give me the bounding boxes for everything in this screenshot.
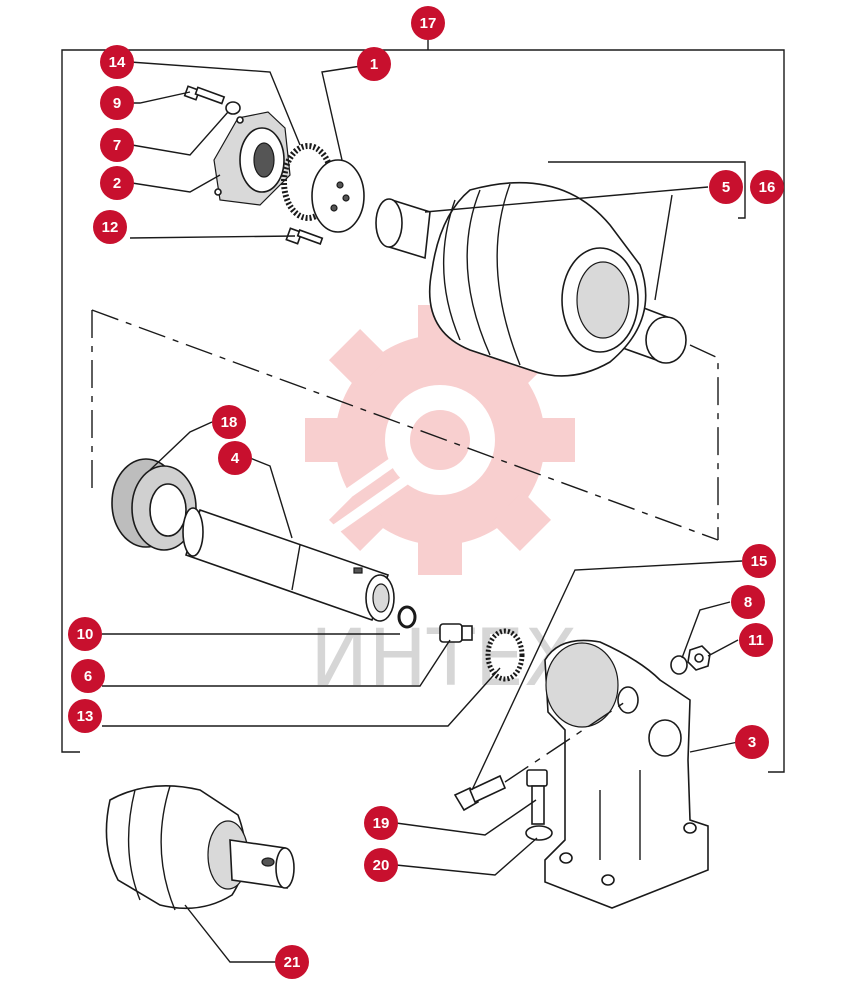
nut-11: [687, 645, 711, 671]
svg-text:4: 4: [231, 450, 240, 467]
callout-5: 5: [709, 170, 743, 204]
svg-text:16: 16: [759, 179, 776, 196]
support-bracket-3: [544, 639, 709, 909]
callout-6: 6: [71, 659, 105, 693]
alignment-line-top: [91, 309, 719, 541]
gasket-13: [485, 628, 525, 682]
svg-text:5: 5: [722, 179, 730, 196]
thrust-plate-1: [311, 159, 365, 233]
seal-assembly-18: [111, 458, 197, 551]
callout-3: 3: [735, 725, 769, 759]
bolt-15: [453, 699, 629, 812]
callout-16: 16: [750, 170, 784, 204]
callout-8: 8: [731, 585, 765, 619]
callout-10: 10: [68, 617, 102, 651]
callout-9: 9: [100, 86, 134, 120]
bearing-cover-2: [213, 111, 291, 206]
washer-8: [670, 655, 688, 675]
assembly-bracket-17: [61, 49, 785, 773]
callout-18: 18: [212, 405, 246, 439]
svg-text:7: 7: [113, 137, 121, 154]
ring-10: [397, 605, 417, 629]
svg-text:20: 20: [373, 857, 390, 874]
svg-text:12: 12: [102, 219, 119, 236]
svg-text:18: 18: [221, 414, 238, 431]
svg-text:14: 14: [109, 54, 126, 71]
bushing-5a: [375, 198, 431, 260]
callout-15: 15: [742, 544, 776, 578]
callout-19: 19: [364, 806, 398, 840]
roller-16: [428, 181, 647, 377]
callout-13: 13: [68, 699, 102, 733]
callout-2: 2: [100, 166, 134, 200]
washer-20: [525, 825, 553, 841]
svg-text:21: 21: [284, 954, 301, 971]
callout-7: 7: [100, 128, 134, 162]
callout-4: 4: [218, 441, 252, 475]
svg-text:19: 19: [373, 815, 390, 832]
shaft-4: [182, 507, 395, 622]
callout-11: 11: [739, 623, 773, 657]
callout-21: 21: [275, 945, 309, 979]
alignment-line-right: [689, 344, 719, 540]
svg-text:3: 3: [748, 734, 756, 751]
callout-20: 20: [364, 848, 398, 882]
bolt-19: [526, 769, 548, 825]
svg-text:8: 8: [744, 594, 752, 611]
callout-17: 17: [411, 6, 445, 40]
svg-text:11: 11: [748, 632, 764, 649]
callout-12: 12: [93, 210, 127, 244]
callout-1: 1: [357, 47, 391, 81]
svg-text:9: 9: [113, 95, 121, 112]
svg-text:10: 10: [77, 626, 94, 643]
leader-lines: [102, 61, 743, 963]
svg-text:15: 15: [751, 553, 768, 570]
assembled-roller-21: [105, 785, 295, 911]
bolt-9: [183, 85, 226, 105]
svg-text:6: 6: [84, 668, 92, 685]
svg-text:13: 13: [77, 708, 94, 725]
callout-14: 14: [100, 45, 134, 79]
svg-text:17: 17: [420, 15, 437, 32]
svg-text:2: 2: [113, 175, 121, 192]
washer-7: [225, 101, 241, 115]
plug-6: [439, 623, 473, 643]
svg-text:1: 1: [370, 56, 378, 73]
bracket-16: [548, 161, 746, 219]
